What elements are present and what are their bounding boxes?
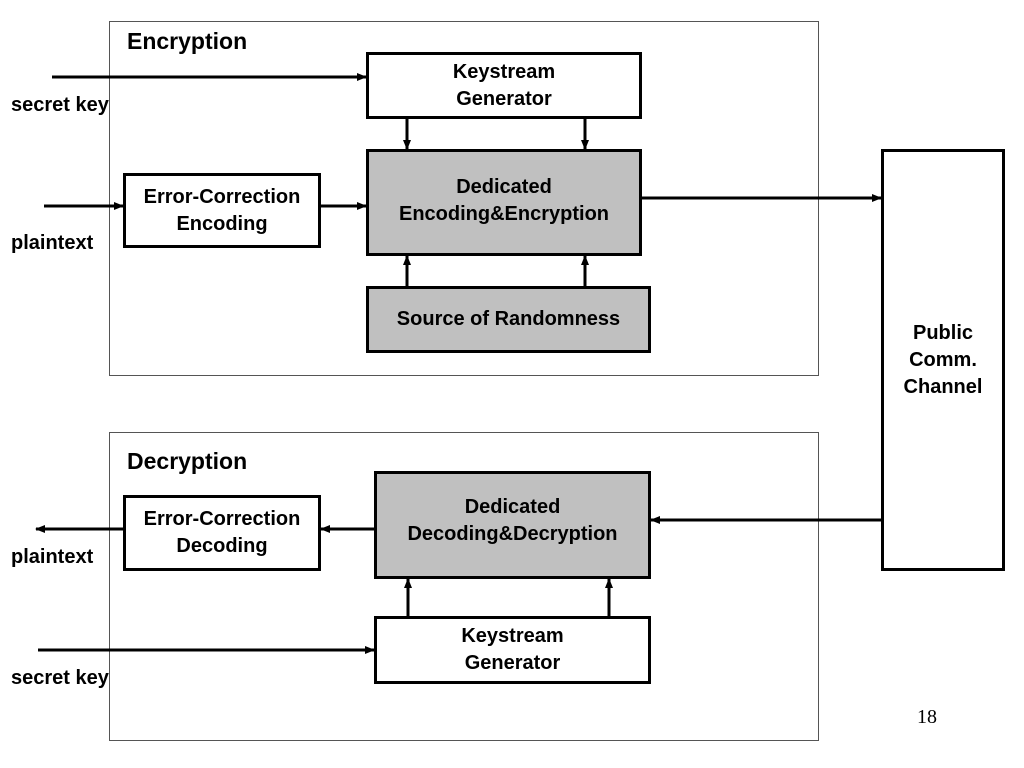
enc-keystream-box (366, 52, 642, 119)
randomness-label: Source of Randomness (369, 289, 648, 350)
dec-dedicated-box (374, 471, 651, 579)
dec-keystream-box (374, 616, 651, 684)
decryption-frame (109, 432, 819, 741)
enc-secret-key-label: secret key (11, 94, 109, 116)
enc-ecc-line1: Error-Correction (143, 185, 301, 208)
enc-dedicated-line2: Encoding&Encryption (399, 202, 609, 225)
dec-plaintext-label: plaintext (11, 546, 94, 568)
enc-plaintext-label: plaintext (11, 232, 94, 254)
enc-ecc-line2: Encoding (176, 212, 268, 235)
dec-dedicated-line2: Decoding&Decryption (407, 523, 618, 545)
channel-box (881, 149, 1005, 571)
dec-ecc-line1: Error-Correction (143, 508, 301, 530)
enc-keystream-line2: Generator (456, 87, 552, 110)
channel-line2: Comm. (909, 348, 977, 371)
channel-line3: Channel (903, 375, 983, 398)
encryption-title: Encryption (127, 28, 248, 54)
randomness-text: Source of Randomness (396, 308, 621, 330)
dec-ecc-box (123, 495, 321, 571)
decryption-title: Decryption (127, 448, 248, 474)
dec-ecc-line2: Decoding (176, 535, 268, 557)
enc-dedicated-box (366, 149, 642, 256)
channel-line1: Public (912, 321, 973, 344)
enc-ecc-box (123, 173, 321, 248)
randomness-box (366, 286, 651, 353)
dec-keystream-line2: Generator (464, 652, 561, 674)
enc-dedicated-line1: Dedicated (456, 175, 552, 198)
page-number: 18 (917, 706, 937, 728)
dec-dedicated-line1: Dedicated (464, 496, 561, 518)
dec-secret-key-label: secret key (11, 667, 109, 689)
dec-keystream-line1: Keystream (461, 625, 564, 647)
enc-keystream-line1: Keystream (452, 60, 556, 83)
